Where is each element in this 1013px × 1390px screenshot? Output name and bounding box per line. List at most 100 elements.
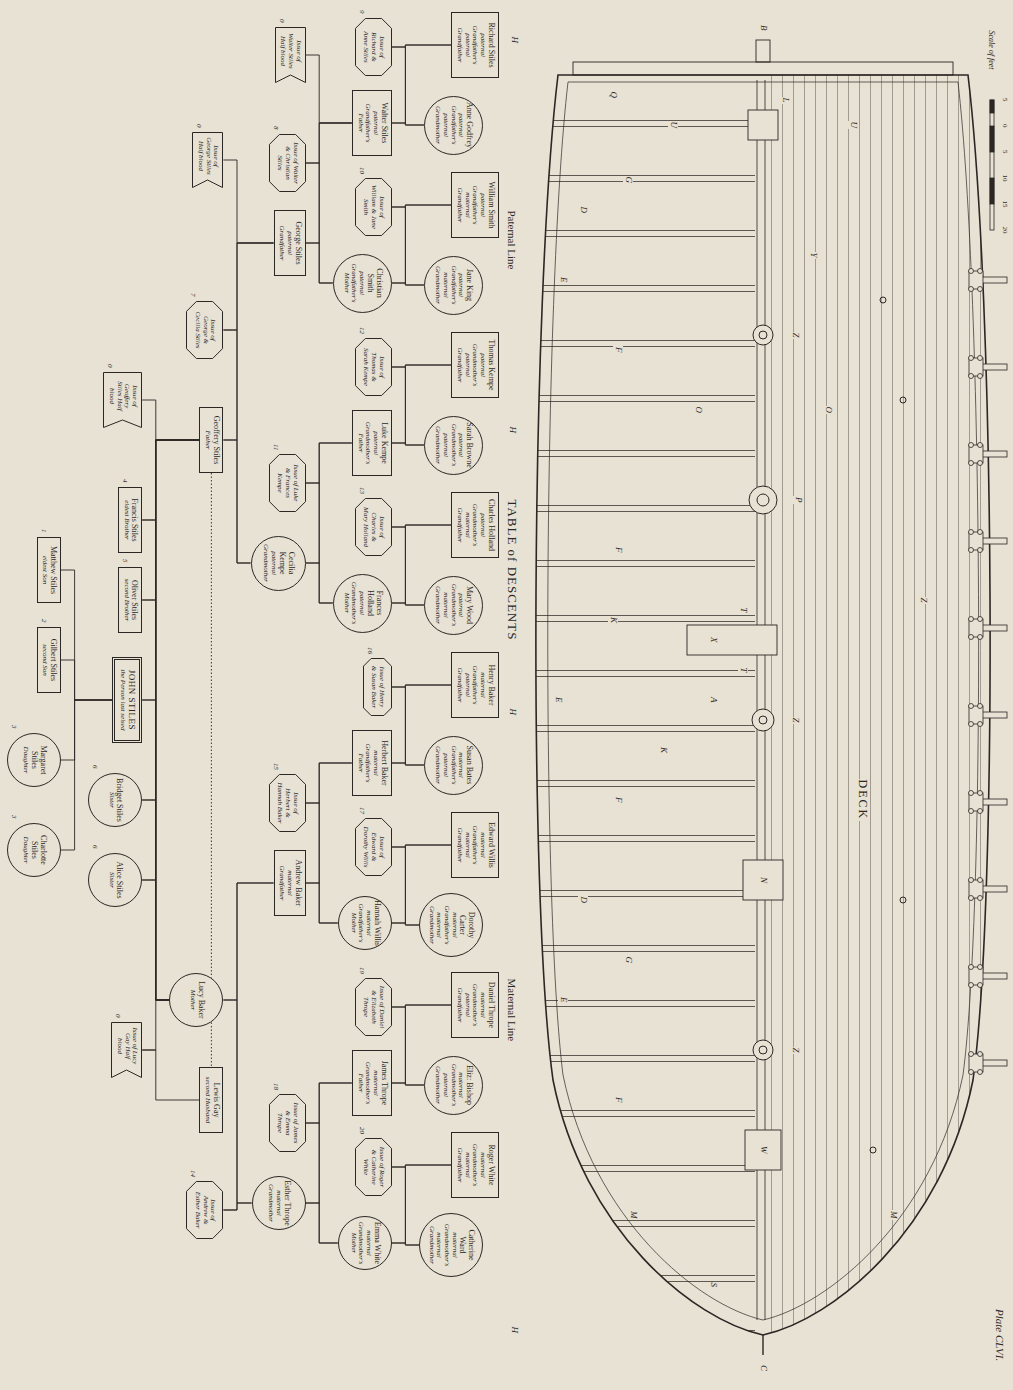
- person-name: Frances Holland: [365, 580, 383, 626]
- node-text-block: Roger Whitematernal Grandmother's matern…: [455, 1137, 495, 1193]
- descent-line: [142, 440, 199, 520]
- person-name: Lewis Gay: [211, 1072, 220, 1128]
- relation-note: maternal Grandfather: [278, 855, 293, 911]
- ship-letter: K: [658, 746, 668, 754]
- node-text-block: William Smithpaternal Grandfather's mate…: [455, 177, 495, 233]
- descent-line: [61, 700, 112, 760]
- person-name: Jane King: [464, 262, 473, 308]
- person-circle: Jane Kingpaternal Grandfather's maternal…: [424, 256, 483, 315]
- node-text-block: Christian Smithpaternal Grandfather's Mo…: [342, 260, 383, 306]
- issue-octagon: Issue of Henry & Susan Baker: [363, 658, 392, 716]
- relation-note: paternal Grandmother's maternal Grandfat…: [455, 497, 486, 553]
- person-name: Henry Baker: [486, 657, 495, 713]
- descent-number: 11: [271, 443, 279, 451]
- person-box: Francis Stileseldest Brother: [118, 487, 142, 553]
- person-name: Luke Kempe: [379, 415, 388, 471]
- ship-letter: P: [793, 496, 803, 504]
- relation-note: Sister: [107, 777, 115, 823]
- relation-note: Sister: [107, 857, 115, 903]
- half-blood-flag: Issue of Walter Stiles Half blood: [275, 27, 306, 83]
- descent-line: [392, 1167, 419, 1245]
- issue-text: Issue of Geoffery Stiles Half blood: [107, 376, 138, 416]
- descent-number: 7: [189, 292, 197, 298]
- node-text-block: Issue of Walter & Christian Stiles: [276, 141, 299, 185]
- node-text-block: Bridget StilesSister: [107, 777, 123, 823]
- relation-note: paternal Grandfather's paternal Grandmot…: [434, 102, 465, 148]
- descent-line: [392, 123, 424, 125]
- person-circle: Emma Whitematernal Grandmother's Mother: [338, 1216, 392, 1270]
- descent-number: 16: [365, 646, 373, 655]
- issue-text: Issue of Thomas & Sarah Kempe: [362, 345, 385, 389]
- ship-letter: N: [758, 876, 768, 884]
- node-text-block: Lucy BakerMother: [188, 977, 204, 1023]
- node-text-block: Herbert Bakermaternal Grandfather's Fath…: [356, 735, 388, 791]
- descent-number: 12: [357, 326, 365, 335]
- circle-outline: [88, 773, 142, 827]
- issue-octagon: Issue of Daniel & Elizabeth Thrope: [355, 978, 392, 1036]
- issue-text: Issue of Roger & Catherine White: [362, 1145, 385, 1189]
- descent-line: [306, 1123, 338, 1243]
- person-name: Alice Stiles: [115, 857, 124, 903]
- node-text-block: Eliz: Bishopmaternal Grandmother's pater…: [434, 1062, 474, 1108]
- descent-line: [306, 163, 333, 283]
- person-box: Daniel Thropematernal Grandmother's pate…: [451, 972, 499, 1038]
- issue-octagon: Issue of Roger & Catherine White: [355, 1138, 392, 1196]
- person-name: Anne Godfrey: [464, 102, 473, 148]
- descent-line: [392, 443, 424, 445]
- ship-letter: A: [708, 696, 718, 704]
- descent-number: 15: [271, 762, 279, 771]
- descent-number: 6: [91, 844, 99, 850]
- person-circle: Dorothy Cartermaternal Grandfather's mat…: [419, 893, 483, 957]
- person-box: Thomas Kempepaternal Grandmother's pater…: [451, 332, 499, 398]
- person-name: James Thrope: [379, 1055, 388, 1111]
- relation-note: Daughter: [21, 737, 29, 783]
- ship-letter: B: [758, 24, 768, 32]
- person-box: Andrew Bakermaternal Grandfather: [274, 850, 306, 916]
- person-name: Thomas Kempe: [486, 337, 495, 393]
- ship-letter: F: [613, 1096, 623, 1104]
- circle-outline: [169, 973, 223, 1027]
- node-text-block: Issue of Daniel & Elizabeth Thrope: [362, 985, 385, 1029]
- ship-letter: H: [507, 426, 517, 435]
- node-text-block: Margaret StilesDaughter: [21, 737, 46, 783]
- descent-number: 8: [271, 125, 279, 131]
- node-text-block: Hannah Willismaternal Grandfather's Moth…: [349, 900, 381, 946]
- line-heading: Maternal Line: [506, 978, 518, 1043]
- relation-note: maternal Grandfather's Mother: [349, 900, 372, 946]
- node-text-block: Susan Batesmaternal Grandfather's patern…: [434, 742, 474, 788]
- person-circle: Charlotte StilesDaughter: [7, 823, 61, 877]
- descent-line: [142, 440, 199, 880]
- node-text-block: Frances Hollandpaternal Grandmother's Mo…: [342, 580, 383, 626]
- issue-text: Issue of James & Emma Thrope: [276, 1101, 299, 1145]
- person-box: Lewis Gaysecond Husband: [199, 1067, 223, 1133]
- relation-note: maternal Grandfather's paternal Grandmot…: [434, 742, 465, 788]
- node-text-block: Dorothy Cartermaternal Grandfather's mat…: [427, 902, 475, 948]
- descent-line: [306, 803, 338, 923]
- descent-line: [223, 243, 273, 330]
- descent-line: [392, 1007, 424, 1085]
- person-circle: Alice StilesSister: [88, 853, 142, 907]
- issue-text: Issue of Andrew & Esther Baker: [193, 1188, 216, 1232]
- descent-line: [306, 243, 333, 283]
- ship-letter: F: [613, 346, 623, 354]
- person-box: James Thropematernal Grandmother's Fathe…: [352, 1050, 392, 1116]
- descent-line: [306, 563, 333, 603]
- node-text-block: Issue of Geoffery Stiles Half blood: [107, 376, 138, 416]
- descent-line: [211, 1022, 212, 1067]
- scale-number: 5: [1000, 149, 1008, 155]
- relation-note: paternal Grandfather's maternal Grandmot…: [434, 262, 465, 308]
- issue-octagon: Issue of Herbert & Hannah Baker: [269, 774, 306, 832]
- ship-letter: Q: [608, 91, 618, 100]
- person-name: Bridget Stiles: [115, 777, 124, 823]
- node-text-block: Edward Willismaternal Grandfather's mate…: [455, 817, 495, 873]
- person-name: Eliz: Bishop: [464, 1062, 473, 1108]
- person-name: Richard Stiles: [486, 17, 495, 73]
- descent-number: 9: [357, 9, 365, 15]
- person-name: Daniel Thrope: [486, 977, 495, 1033]
- person-box: Edward Willismaternal Grandfather's mate…: [451, 812, 499, 878]
- descent-line: [306, 123, 352, 163]
- descent-line: [306, 763, 352, 803]
- node-text-block: Issue of Thomas & Sarah Kempe: [362, 345, 385, 389]
- descent-number: 10: [357, 166, 365, 175]
- descent-number: 1: [39, 528, 47, 534]
